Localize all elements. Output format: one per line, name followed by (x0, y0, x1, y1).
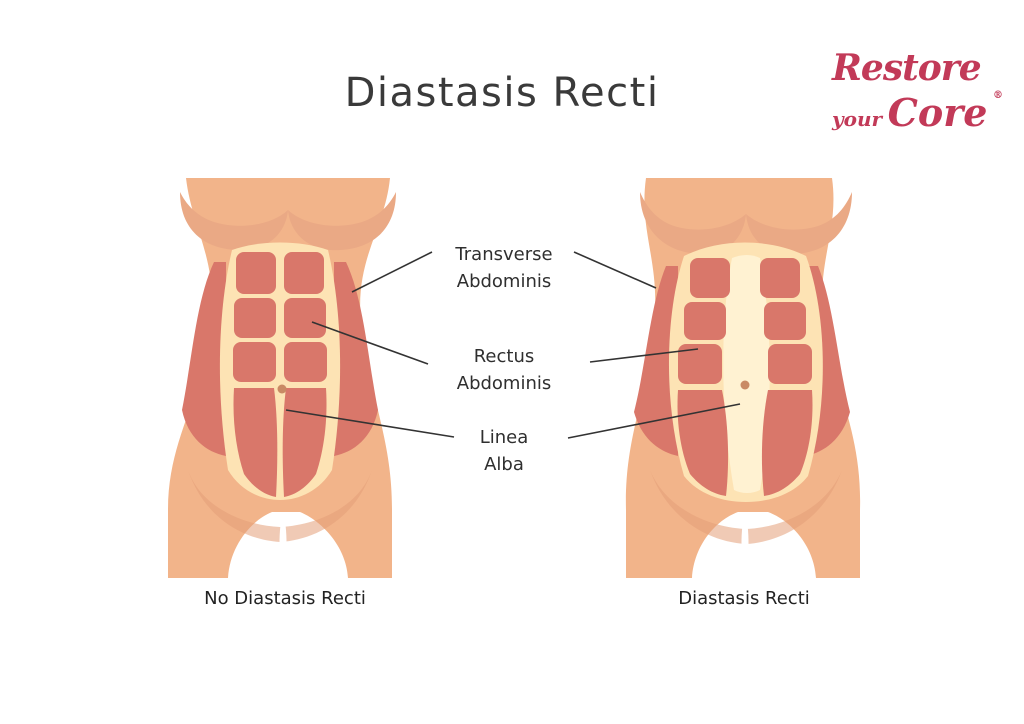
rectus-block (284, 342, 327, 382)
label-linea-alba: Linea Alba (456, 424, 552, 478)
label-line: Rectus (473, 346, 535, 367)
transverse-abdominis-left (634, 266, 678, 456)
label-line: Transverse (455, 244, 553, 265)
label-line: Alba (484, 454, 524, 475)
brand-logo: Restore your Core ® (832, 47, 1003, 143)
logo-registered-mark: ® (993, 90, 1003, 101)
navel (277, 384, 287, 394)
rectus-lower-left (677, 390, 729, 496)
rectus-block (690, 258, 730, 298)
label-line: Linea (479, 427, 529, 448)
label-line: Abdominis (456, 373, 552, 394)
rectus-block (234, 298, 276, 338)
rectus-block (284, 298, 326, 338)
rectus-block (768, 344, 812, 384)
caption-no-diastasis: No Diastasis Recti (204, 588, 366, 609)
leader-linea-right (567, 403, 741, 439)
navel (740, 380, 750, 390)
label-transverse-abdominis: Transverse Abdominis (436, 241, 572, 295)
page-title: Diastasis Recti (344, 70, 660, 116)
torso-no-diastasis (168, 178, 396, 578)
rectus-block (233, 342, 276, 382)
chest-right (746, 192, 852, 255)
label-rectus-abdominis: Rectus Abdominis (436, 343, 572, 397)
rectus-block (760, 258, 800, 298)
caption-diastasis: Diastasis Recti (678, 588, 810, 609)
thigh-gap (279, 512, 287, 578)
chest-right (288, 192, 396, 251)
transverse-abdominis-right (334, 262, 378, 456)
pelvis-shadow (650, 470, 842, 544)
leader-rectus-left (311, 321, 429, 365)
pelvis-shadow (188, 470, 372, 542)
label-line: Abdominis (456, 271, 552, 292)
leader-linea-left (285, 409, 455, 438)
torso-diastasis (625, 178, 861, 578)
leader-lines (285, 251, 741, 439)
leader-transverse-right (573, 251, 657, 289)
rectus-block (764, 302, 806, 340)
linea-alba-wide (723, 255, 770, 493)
leader-transverse-left (351, 251, 433, 293)
transverse-abdominis-left (182, 262, 226, 456)
logo-line-1: Restore (832, 47, 982, 89)
logo-line-2: your Core ® (832, 90, 1003, 135)
chest-left (640, 192, 746, 255)
rectus-lower-right (761, 390, 813, 496)
logo-word-your: your (832, 107, 883, 131)
leader-rectus-right (589, 348, 699, 363)
rectus-block (284, 252, 324, 294)
rectus-block (678, 344, 722, 384)
logo-word-core: Core (887, 90, 988, 135)
rectus-block (236, 252, 276, 294)
rectus-lower-left (233, 388, 278, 497)
thigh-gap (741, 512, 749, 578)
rectus-block (684, 302, 726, 340)
chest-left (180, 192, 288, 251)
